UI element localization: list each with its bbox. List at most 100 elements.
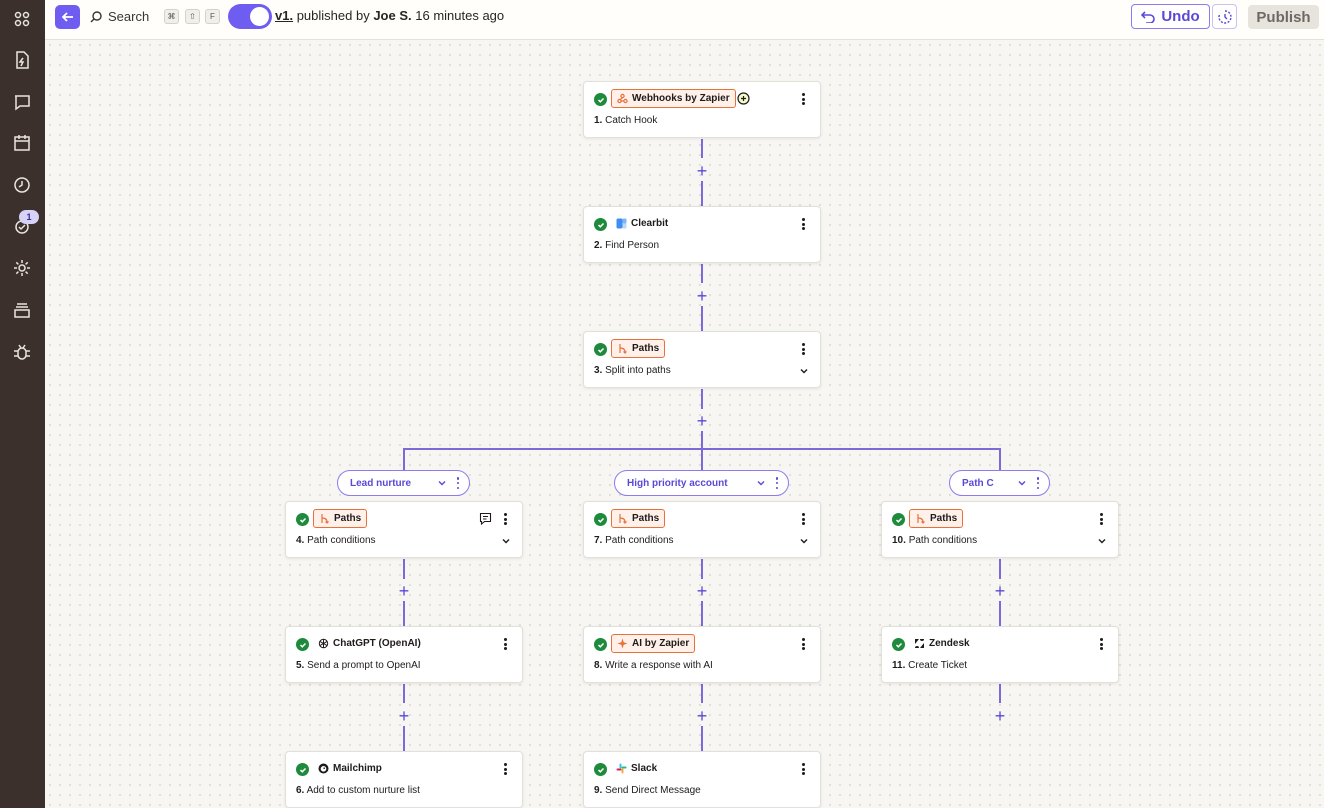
zap-on-toggle[interactable]	[228, 4, 272, 29]
chevron-down-icon[interactable]	[798, 535, 810, 547]
step-card-9[interactable]: Slack 9. Send Direct Message	[583, 751, 821, 808]
settings-gear-icon[interactable]	[10, 256, 34, 280]
more-options-icon[interactable]	[500, 761, 510, 777]
add-step-button[interactable]: +	[994, 706, 1006, 726]
paths-icon	[319, 513, 330, 524]
path-pill-path-c[interactable]: Path C	[949, 470, 1050, 496]
undo-icon	[1141, 10, 1156, 23]
step-title: 8. Write a response with AI	[594, 660, 713, 671]
add-step-button[interactable]: +	[398, 581, 410, 601]
step-title: 5. Send a prompt to OpenAI	[296, 660, 421, 671]
path-pill-lead-nurture[interactable]: Lead nurture	[337, 470, 470, 496]
step-title: 7. Path conditions	[594, 535, 674, 546]
layers-icon[interactable]	[10, 298, 34, 322]
chevron-down-icon[interactable]	[1096, 535, 1108, 547]
comment-icon[interactable]	[10, 90, 34, 114]
app-tag: Mailchimp	[313, 759, 387, 778]
app-name: Paths	[334, 513, 362, 524]
more-options-icon[interactable]	[500, 636, 510, 652]
add-step-button[interactable]: +	[994, 581, 1006, 601]
workflow-canvas[interactable]: + + + + + + + + + Lead nurture High prio…	[45, 40, 1324, 808]
apps-grid-icon[interactable]	[10, 7, 34, 31]
step-card-10[interactable]: Paths 10. Path conditions	[881, 501, 1119, 558]
mailchimp-icon	[318, 763, 329, 774]
app-name: ChatGPT (OpenAI)	[333, 638, 421, 649]
chevron-down-icon[interactable]	[437, 478, 447, 488]
more-options-icon[interactable]	[798, 761, 808, 777]
arrow-left-icon	[61, 12, 73, 22]
search-label: Search	[108, 9, 150, 24]
app-name: Paths	[632, 513, 660, 524]
step-title: 3. Split into paths	[594, 365, 671, 376]
more-options-icon[interactable]	[500, 511, 510, 527]
note-icon[interactable]	[478, 511, 492, 525]
add-step-button[interactable]: +	[696, 581, 708, 601]
check-icon	[594, 343, 607, 356]
app-tag: Clearbit	[611, 214, 673, 233]
bug-icon[interactable]	[10, 340, 34, 364]
more-options-icon[interactable]	[798, 636, 808, 652]
app-name: AI by Zapier	[632, 638, 690, 649]
step-card-7[interactable]: Paths 7. Path conditions	[583, 501, 821, 558]
check-icon	[296, 763, 309, 776]
zap-file-icon[interactable]	[10, 48, 34, 72]
step-card-1[interactable]: Webhooks by Zapier 1. Catch Hook	[583, 81, 821, 138]
more-options-icon[interactable]	[798, 511, 808, 527]
add-step-button[interactable]: +	[398, 706, 410, 726]
step-card-5[interactable]: ChatGPT (OpenAI) 5. Send a prompt to Ope…	[285, 626, 523, 683]
connector-line	[701, 181, 703, 206]
connector-line	[701, 389, 703, 409]
step-card-2[interactable]: Clearbit 2. Find Person	[583, 206, 821, 263]
check-icon	[594, 763, 607, 776]
add-circle-icon[interactable]	[736, 91, 750, 105]
publish-button[interactable]: Publish	[1248, 5, 1319, 29]
shortcut-key-shift: ⇧	[185, 9, 200, 24]
check-icon	[892, 513, 905, 526]
chevron-down-icon[interactable]	[500, 535, 512, 547]
check-icon	[296, 638, 309, 651]
check-icon	[594, 93, 607, 106]
sidebar: 1	[0, 0, 45, 808]
step-card-3[interactable]: Paths 3. Split into paths	[583, 331, 821, 388]
more-options-icon[interactable]	[1035, 477, 1041, 489]
clock-icon[interactable]	[10, 173, 34, 197]
step-title: 4. Path conditions	[296, 535, 376, 546]
search-icon	[90, 11, 102, 23]
add-step-button[interactable]: +	[696, 286, 708, 306]
step-card-8[interactable]: AI by Zapier 8. Write a response with AI	[583, 626, 821, 683]
connector-line	[701, 139, 703, 158]
app-tag: Paths	[611, 339, 666, 358]
add-step-button[interactable]: +	[696, 411, 708, 431]
openai-icon	[318, 638, 329, 649]
step-card-11[interactable]: Zendesk 11. Create Ticket	[881, 626, 1119, 683]
more-options-icon[interactable]	[798, 216, 808, 232]
more-options-icon[interactable]	[1096, 511, 1106, 527]
search-button[interactable]: Search	[90, 9, 149, 24]
path-pill-high-priority-account[interactable]: High priority account	[614, 470, 789, 496]
more-options-icon[interactable]	[798, 91, 808, 107]
chevron-down-icon[interactable]	[798, 365, 810, 377]
step-card-6[interactable]: Mailchimp 6. Add to custom nurture list	[285, 751, 523, 808]
connector-line	[403, 684, 405, 703]
add-step-button[interactable]: +	[696, 161, 708, 181]
more-options-icon[interactable]	[798, 341, 808, 357]
chevron-down-icon[interactable]	[756, 478, 766, 488]
more-options-icon[interactable]	[455, 477, 461, 489]
app-name: Webhooks by Zapier	[632, 93, 730, 104]
connector-line	[999, 448, 1001, 471]
version-history-button[interactable]	[1212, 4, 1237, 29]
more-options-icon[interactable]	[1096, 636, 1106, 652]
calendar-icon[interactable]	[10, 131, 34, 155]
connector-line	[701, 684, 703, 703]
undo-button[interactable]: Undo	[1131, 4, 1210, 29]
more-options-icon[interactable]	[774, 477, 780, 489]
add-step-button[interactable]: +	[696, 706, 708, 726]
chevron-down-icon[interactable]	[1017, 478, 1027, 488]
ai-icon	[617, 638, 628, 649]
notification-badge: 1	[19, 210, 39, 224]
step-card-4[interactable]: Paths 4. Path conditions	[285, 501, 523, 558]
paths-icon	[915, 513, 926, 524]
app-name: Zendesk	[929, 638, 970, 649]
version-link[interactable]: v1.	[275, 8, 294, 23]
back-button[interactable]	[55, 5, 80, 29]
